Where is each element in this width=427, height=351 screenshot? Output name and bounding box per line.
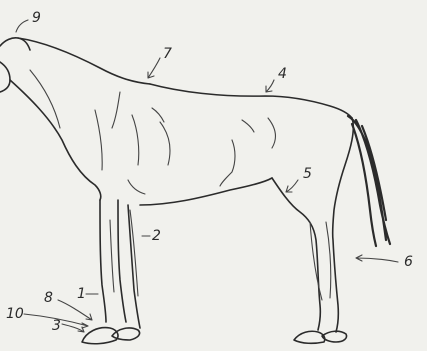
label-5-leader [286,180,298,192]
horse-front-leg-near-front [100,200,106,322]
label-8-leader [58,300,92,320]
horse-front-leg-far [128,205,140,328]
label-3: 3 [52,318,61,334]
horse-rib-contour [152,108,235,186]
horse-hindquarter-contour [242,118,275,148]
label-4: 4 [278,66,287,82]
label-1: 1 [77,286,86,302]
label-7-leader [148,58,160,78]
horse-shoulder-line [95,92,139,170]
horse-front-leg-near-back [118,200,126,322]
horse-back-line [150,84,352,118]
horse-drawing [0,38,390,344]
label-6: 6 [404,254,413,270]
label-3-leader [62,324,84,332]
horse-forearm-muscle [128,180,145,194]
label-9-leader [16,20,28,32]
horse-hind-leg-inner [310,222,331,300]
horse-hind-hoof [294,331,325,343]
label-9: 9 [32,10,41,26]
horse-belly-line [140,178,272,205]
horse-hind-hoof-far [322,331,347,342]
horse-neck-underside [10,80,101,200]
label-7: 7 [163,46,172,62]
label-8: 8 [44,290,53,306]
label-2: 2 [152,228,161,244]
horse-front-hoof-far [112,328,140,340]
label-4-leader [266,80,274,92]
label-group: 9 7 4 5 2 6 8 1 10 3 [6,10,413,334]
horse-neck-muscle [30,70,60,128]
horse-neck-crest [18,38,150,84]
horse-hind-leg-back [333,118,354,332]
label-10: 10 [6,306,24,322]
horse-tail [348,116,390,246]
label-6-leader [356,255,398,262]
label-5: 5 [303,166,312,182]
